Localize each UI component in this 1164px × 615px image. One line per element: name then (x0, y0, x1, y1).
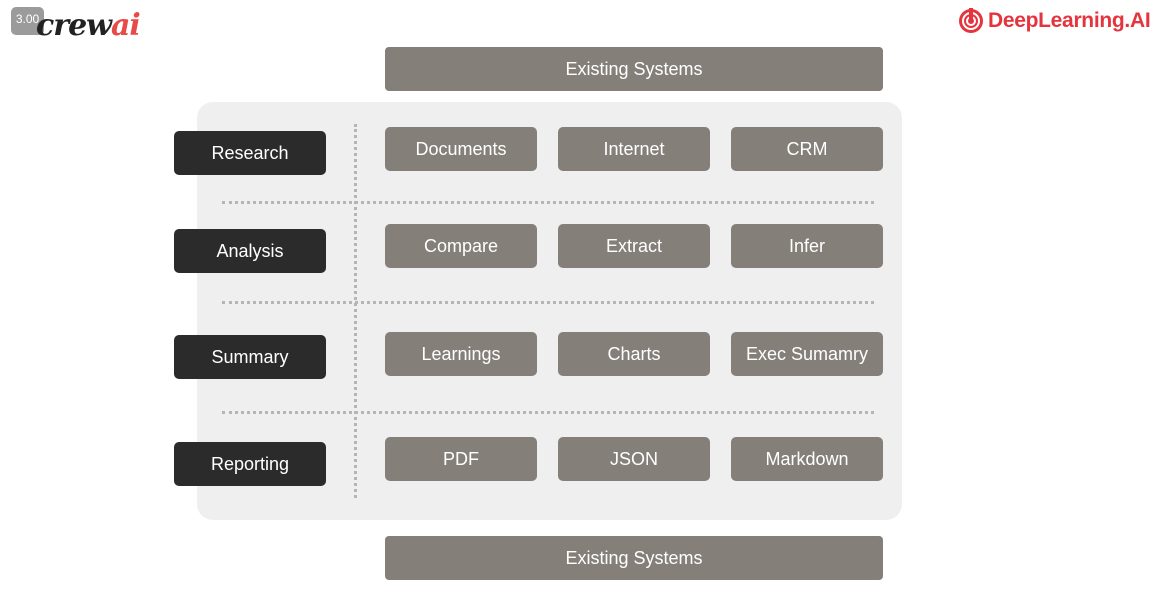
cell-crm: CRM (731, 127, 883, 171)
row-label-research: Research (174, 131, 326, 175)
row-divider (222, 301, 874, 304)
crewai-logo: crewai (36, 6, 141, 46)
cell-compare: Compare (385, 224, 537, 268)
cell-documents: Documents (385, 127, 537, 171)
deeplearning-logo-text: DeepLearning.AI (988, 9, 1151, 32)
deeplearning-icon (959, 8, 983, 33)
cell-internet: Internet (558, 127, 710, 171)
cell-pdf: PDF (385, 437, 537, 481)
cell-infer: Infer (731, 224, 883, 268)
cell-exec-summary: Exec Sumamry (731, 332, 883, 376)
crewai-logo-text: crew (36, 8, 112, 43)
cell-json: JSON (558, 437, 710, 481)
row-divider (222, 201, 874, 204)
row-label-reporting: Reporting (174, 442, 326, 486)
row-label-summary: Summary (174, 335, 326, 379)
deeplearning-logo: DeepLearning.AI (958, 6, 1158, 36)
cell-charts: Charts (558, 332, 710, 376)
cell-extract: Extract (558, 224, 710, 268)
version-badge: 3.00 (11, 7, 44, 35)
vertical-divider (354, 124, 357, 498)
cell-learnings: Learnings (385, 332, 537, 376)
existing-systems-bottom: Existing Systems (385, 536, 883, 580)
existing-systems-top: Existing Systems (385, 47, 883, 91)
row-divider (222, 411, 874, 414)
cell-markdown: Markdown (731, 437, 883, 481)
crewai-logo-ai: ai (110, 8, 141, 43)
row-label-analysis: Analysis (174, 229, 326, 273)
